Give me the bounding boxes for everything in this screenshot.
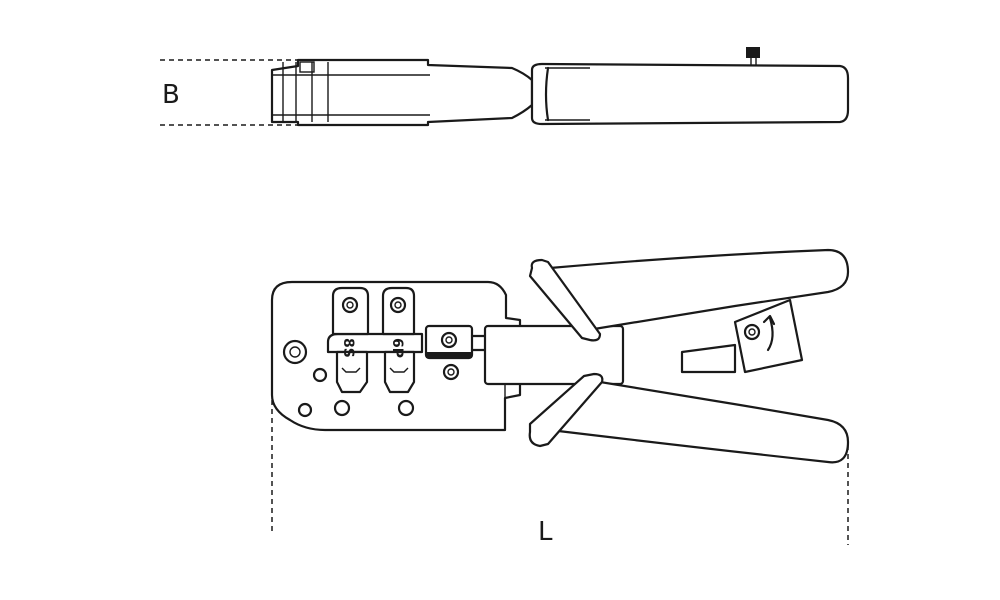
body-hole (297, 402, 313, 418)
release-button (743, 323, 761, 341)
side-view: 8S 6P (270, 248, 850, 547)
die-6p: 6P (381, 286, 416, 394)
dimension-label-b: B (162, 80, 180, 110)
top-view-handle (530, 62, 850, 126)
ratchet-mechanism (680, 298, 804, 374)
cutter-block (424, 324, 488, 381)
die-8s: 8S (331, 286, 370, 394)
body-hole (312, 367, 328, 383)
dimension-label-l: L (538, 517, 553, 547)
rotation-arrow-icon (766, 316, 774, 352)
lock-slider-knob (746, 47, 760, 58)
pivot-hole (282, 339, 308, 365)
lower-handle-grip-end (528, 372, 604, 448)
body-hole (333, 399, 351, 417)
inner-plate (483, 324, 625, 386)
top-view: B (160, 47, 850, 127)
die-label-6p: 6P (389, 338, 405, 358)
upper-handle-grip-end (528, 258, 602, 342)
upper-handle (548, 248, 850, 332)
body-hole (397, 399, 415, 417)
die-label-8s: 8S (340, 338, 356, 358)
lower-handle (548, 378, 850, 464)
